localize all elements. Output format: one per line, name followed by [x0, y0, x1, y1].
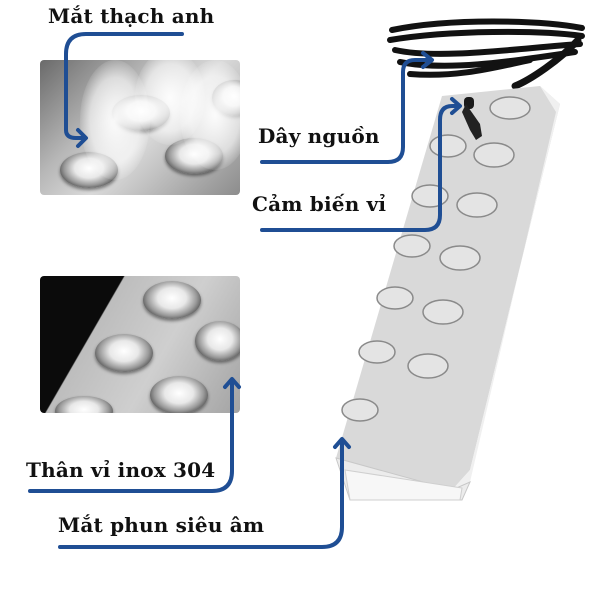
arrow-head-icon — [76, 128, 88, 148]
callout-arrow-nozzle — [58, 438, 344, 549]
arrow-head-icon — [223, 377, 241, 389]
power-cord-icon — [387, 18, 585, 90]
callout-arrow-power-cord — [260, 58, 432, 164]
nozzle-icon — [143, 281, 201, 319]
label-power-cord: Dây nguồn — [258, 124, 380, 148]
arrow-head-icon — [421, 51, 434, 69]
callout-arrow-sensor — [260, 104, 460, 232]
callout-arrow-quartz — [64, 32, 184, 140]
nozzle-icon — [95, 334, 153, 372]
nozzle-row-right — [407, 96, 531, 379]
nozzle-icon — [195, 321, 240, 361]
nozzle-icon — [150, 376, 208, 413]
photo-stainless-body-closeup — [40, 276, 240, 413]
arrow-head-icon — [333, 437, 351, 449]
label-ultrasonic-nozzle: Mắt phun siêu âm — [58, 513, 265, 537]
label-plate-sensor: Cảm biến vỉ — [252, 192, 387, 216]
plate-sensor-icon — [462, 97, 482, 140]
photo-quartz-eye-closeup — [40, 60, 240, 195]
callout-arrow-body — [28, 378, 234, 493]
mist-maker-body — [335, 86, 560, 501]
nozzle-icon — [55, 396, 113, 413]
label-stainless-body: Thân vỉ inox 304 — [26, 458, 216, 482]
mist-plume — [180, 60, 240, 170]
arrow-head-icon — [450, 97, 462, 115]
label-quartz-eye: Mắt thạch anh — [48, 4, 215, 28]
